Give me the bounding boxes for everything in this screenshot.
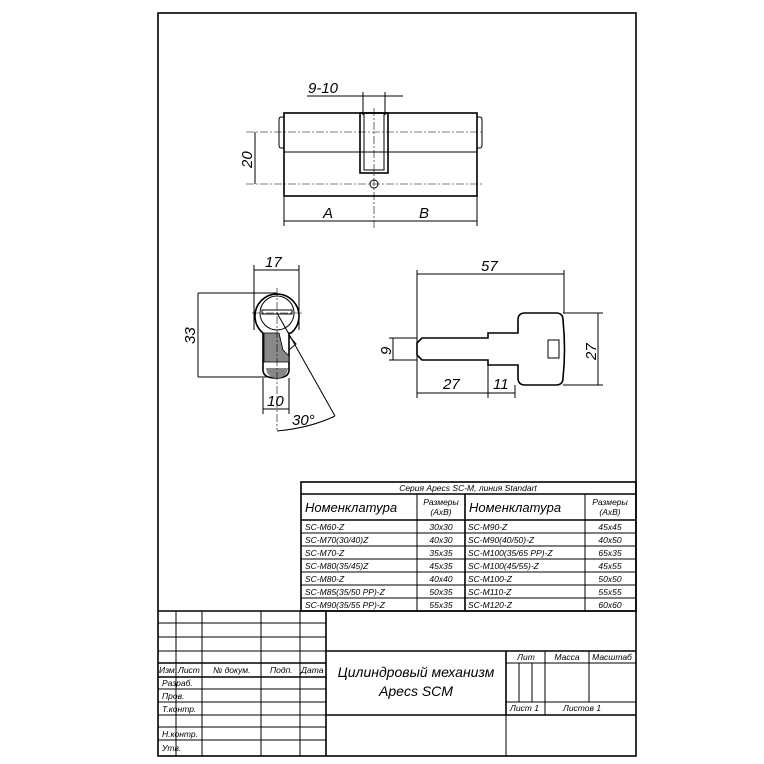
- lit-label: Лит: [516, 652, 535, 662]
- table-cell-size: 50x35: [429, 587, 452, 597]
- dim-angle: 30°: [292, 412, 315, 429]
- header-size-left: Размеры: [423, 497, 459, 507]
- header-axb-right: (AxB): [599, 507, 620, 517]
- table-cell-nomenclature: SC-M60-Z: [305, 522, 345, 532]
- col-sign: Подп.: [270, 665, 293, 675]
- spec-table: Серия Apecs SC-M, линия Standart Номенкл…: [300, 481, 637, 612]
- key-view: 57 27 9 27 11: [378, 258, 603, 398]
- dim-blade-height: 9: [378, 346, 395, 355]
- col-izm: Изм.: [159, 665, 177, 675]
- dim-head-height: 27: [583, 343, 600, 361]
- cylinder-profile-view: 17 33 10 30°: [182, 254, 336, 432]
- mass-label: Масса: [554, 652, 579, 662]
- table-cell-size: 35x35: [429, 548, 452, 558]
- table-cell-nomenclature: SC-M120-Z: [468, 600, 513, 610]
- role-norm-control: Н.контр.: [162, 729, 198, 739]
- table-cell-nomenclature: SC-M100(45/55)-Z: [468, 561, 540, 571]
- header-axb-left: (AxB): [430, 507, 451, 517]
- dim-step: 11: [493, 376, 509, 393]
- sheet-label: Лист 1: [509, 703, 539, 713]
- table-cell-nomenclature: SC-M110-Z: [468, 587, 512, 597]
- dim-a: A: [322, 205, 333, 222]
- table-cell-size: 45x45: [598, 522, 621, 532]
- dim-height: 33: [182, 327, 199, 344]
- role-checker: Пров.: [162, 691, 184, 701]
- dim-width: 17: [265, 254, 282, 271]
- dim-height: 20: [239, 151, 256, 169]
- role-developer: Разраб.: [162, 678, 193, 688]
- col-doc-no: № докум.: [213, 665, 250, 675]
- table-cell-nomenclature: SC-M70-Z: [305, 548, 345, 558]
- table-cell-size: 55x35: [429, 600, 452, 610]
- table-cell-size: 60x60: [598, 600, 621, 610]
- table-cell-nomenclature: SC-M90(35/55 PP)-Z: [305, 600, 386, 610]
- spec-table-title: Серия Apecs SC-M, линия Standart: [399, 483, 537, 493]
- dim-length: 57: [481, 258, 498, 275]
- table-cell-size: 50x50: [598, 574, 621, 584]
- cylinder-front-view: 9-10 20 A B: [239, 80, 484, 228]
- title-block: Лит Масса Масштаб Лист 1 Листов 1 Цилинд…: [158, 610, 636, 756]
- dim-slot: 9-10: [308, 80, 339, 97]
- dim-b: B: [419, 205, 429, 222]
- table-cell-nomenclature: SC-M100(35/65 PP)-Z: [468, 548, 553, 558]
- header-nomenclature-right: Номенклатура: [469, 500, 561, 515]
- table-cell-size: 30x30: [429, 522, 452, 532]
- table-cell-size: 40x30: [429, 535, 452, 545]
- drawing-title-line2: Apecs SCM: [378, 683, 453, 699]
- header-nomenclature-left: Номенклатура: [305, 500, 397, 515]
- col-date: Дата: [300, 665, 324, 675]
- table-cell-nomenclature: SC-M100-Z: [468, 574, 513, 584]
- role-tech-control: Т.контр.: [162, 704, 196, 714]
- table-cell-size: 65x35: [598, 548, 621, 558]
- table-cell-size: 55x55: [598, 587, 621, 597]
- dim-blade-length: 27: [442, 376, 460, 393]
- table-cell-nomenclature: SC-M90-Z: [468, 522, 508, 532]
- dim-bottom: 10: [267, 393, 284, 410]
- sheets-label: Листов 1: [562, 703, 601, 713]
- table-cell-size: 40x40: [429, 574, 452, 584]
- table-cell-size: 45x55: [598, 561, 621, 571]
- table-cell-nomenclature: SC-M90(40/50)-Z: [468, 535, 535, 545]
- table-cell-nomenclature: SC-M80-Z: [305, 574, 345, 584]
- pin-hole: [369, 179, 379, 189]
- scale-label: Масштаб: [592, 652, 633, 662]
- drawing-title-line1: Цилиндровый механизм: [338, 664, 495, 680]
- col-list: Лист: [177, 665, 200, 675]
- table-cell-size: 45x35: [429, 561, 452, 571]
- table-cell-size: 40x50: [598, 535, 621, 545]
- table-cell-nomenclature: SC-M80(35/45)Z: [305, 561, 369, 571]
- sheet-frame: [157, 12, 637, 757]
- key-hole: [547, 339, 560, 359]
- table-cell-nomenclature: SC-M70(30/40)Z: [305, 535, 369, 545]
- role-approved: Утв.: [161, 743, 181, 753]
- header-size-right: Размеры: [592, 497, 628, 507]
- table-cell-nomenclature: SC-M85(35/50 PP)-Z: [305, 587, 386, 597]
